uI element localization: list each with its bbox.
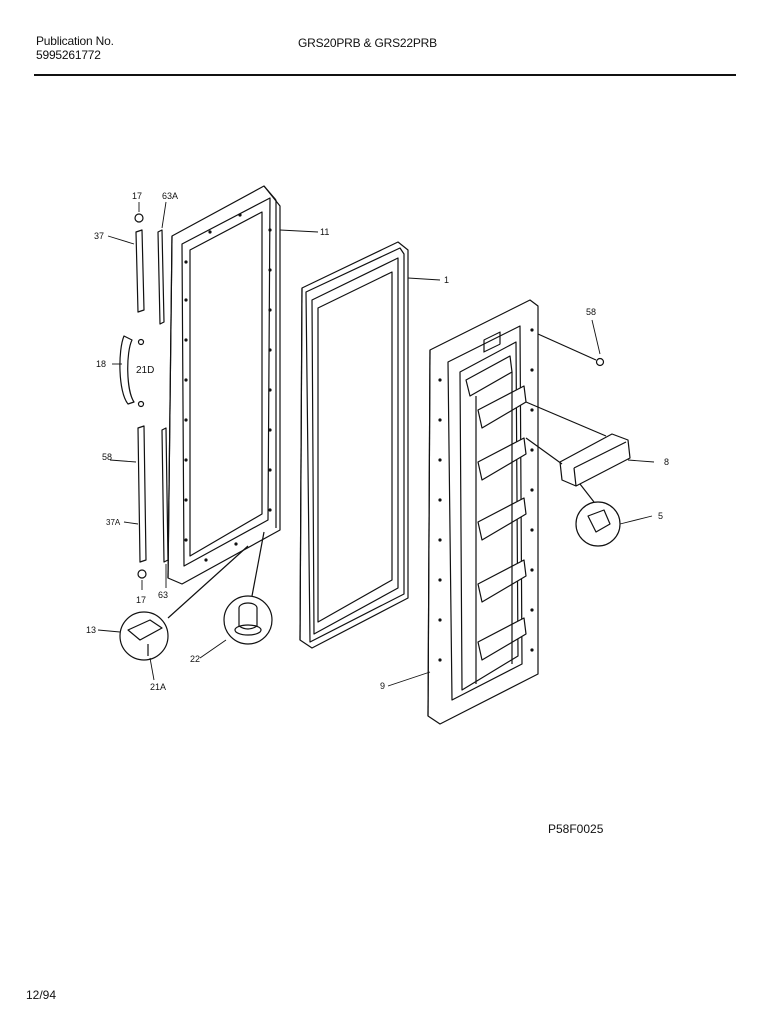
model-numbers: GRS20PRB & GRS22PRB xyxy=(298,36,437,50)
publication-label: Publication No. xyxy=(36,34,114,48)
detail-circle-13 xyxy=(119,545,249,661)
door-handle-18 xyxy=(119,335,145,408)
trim-strip-63A xyxy=(157,229,165,325)
callout-17-top: 17 xyxy=(132,191,142,201)
callout-21A: 21A xyxy=(150,682,166,692)
trim-strip-63 xyxy=(161,427,169,563)
detail-circle-5 xyxy=(575,483,621,547)
callout-58-left: 58 xyxy=(102,452,112,462)
screw-58-right xyxy=(537,333,605,367)
callout-13: 13 xyxy=(86,625,96,635)
callout-18: 18 xyxy=(96,359,106,369)
callout-8: 8 xyxy=(664,457,669,467)
leader-lines xyxy=(97,201,655,687)
inner-door-liner xyxy=(427,299,539,725)
detail-circle-22 xyxy=(223,531,273,645)
header-rule xyxy=(34,74,736,76)
callout-63A: 63A xyxy=(162,191,178,201)
publication-date: 12/94 xyxy=(26,988,57,1002)
trim-strip-37 xyxy=(134,213,145,313)
callout-11: 11 xyxy=(320,227,329,237)
outer-door-panel xyxy=(299,241,409,649)
callout-1: 1 xyxy=(444,275,449,285)
door-gasket-frame xyxy=(167,185,281,585)
publication-number: 5995261772 xyxy=(36,48,101,62)
shelf-rail xyxy=(525,401,631,487)
callout-21D: 21D xyxy=(136,365,154,376)
callout-22: 22 xyxy=(190,654,200,664)
callout-5: 5 xyxy=(658,511,663,521)
trim-strip-37A xyxy=(137,425,147,579)
callout-37A: 37A xyxy=(106,518,121,527)
callout-17-bottom: 17 xyxy=(136,595,146,605)
diagram-code: P58F0025 xyxy=(548,822,604,836)
callout-37: 37 xyxy=(94,231,104,241)
callout-63: 63 xyxy=(158,590,168,600)
callout-9: 9 xyxy=(380,681,385,691)
callout-58-right: 58 xyxy=(586,307,596,317)
